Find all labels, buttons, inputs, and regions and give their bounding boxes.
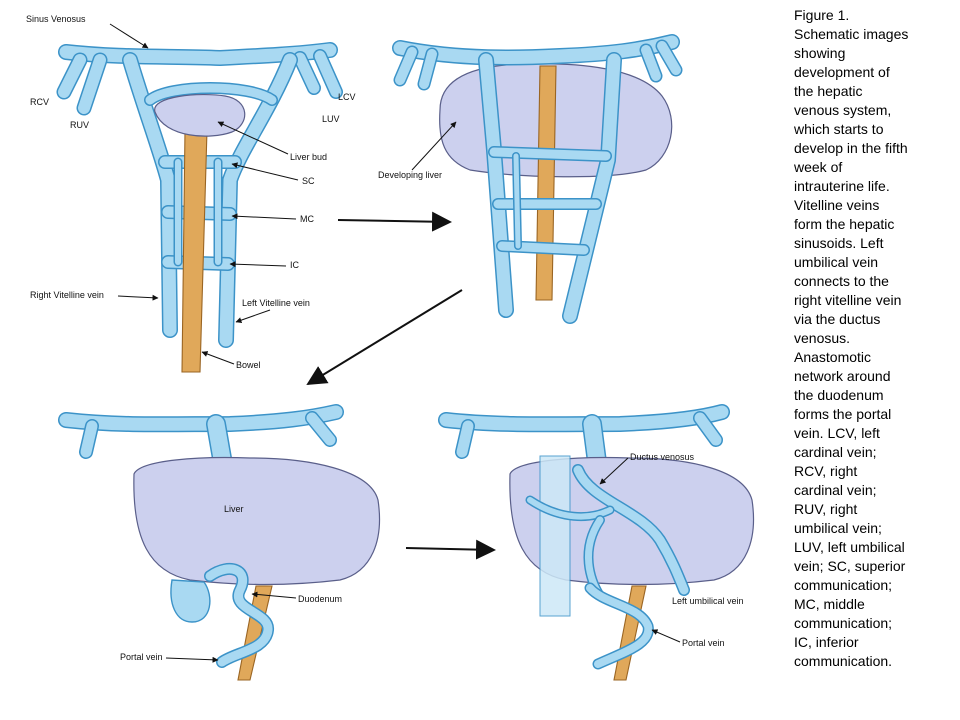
label-developing-liver: Developing liver <box>378 170 442 180</box>
label-right-vitelline: Right Vitelline vein <box>30 290 104 300</box>
duodenal-loop-shape <box>170 579 211 623</box>
label-bowel: Bowel <box>236 360 261 370</box>
arrow-panel2-to-panel3 <box>306 289 463 386</box>
label-left-vitelline: Left Vitelline vein <box>242 298 310 308</box>
label-portal-vein-3: Portal vein <box>120 652 163 662</box>
label-lcv: LCV <box>338 92 356 102</box>
label-sc: SC <box>302 176 315 186</box>
ivc-shape <box>539 455 571 617</box>
label-luv: LUV <box>322 114 340 124</box>
sinus-venosus-shape <box>56 42 343 116</box>
figure-caption: Figure 1. Schematic images showing devel… <box>794 7 909 669</box>
label-liver: Liver <box>224 504 244 514</box>
label-liver-bud: Liver bud <box>290 152 327 162</box>
arrow-panel1-to-panel2 <box>337 211 452 232</box>
label-portal-vein-4: Portal vein <box>682 638 725 648</box>
label-mc: MC <box>300 214 314 224</box>
arrow-panel3-to-panel4 <box>405 539 496 560</box>
bowel-shape-2 <box>535 65 557 301</box>
label-ductus-venosus: Ductus venosus <box>630 452 695 462</box>
panel-3-liver-portal: Liver Duodenum Portal vein <box>58 404 381 681</box>
label-ic: IC <box>290 260 300 270</box>
label-left-umbilical-vein: Left umbilical vein <box>672 596 744 606</box>
bowel-shape <box>181 129 208 373</box>
label-duodenum: Duodenum <box>298 594 342 604</box>
panel-4-ductus-venosus: Ductus venosus Left umbilical vein Porta… <box>438 404 755 681</box>
panel-1-early-veins: Sinus Venosus RCV RUV LCV LUV Liver bud … <box>26 14 356 373</box>
panel-2-developing-liver: Developing liver <box>378 34 683 324</box>
label-ruv: RUV <box>70 120 89 130</box>
hepatic-development-diagram: Sinus Venosus RCV RUV LCV LUV Liver bud … <box>26 14 755 681</box>
liver-shape <box>133 456 381 586</box>
label-rcv: RCV <box>30 97 49 107</box>
liver-bud-shape <box>154 93 246 137</box>
label-sinus-venosus: Sinus Venosus <box>26 14 86 24</box>
